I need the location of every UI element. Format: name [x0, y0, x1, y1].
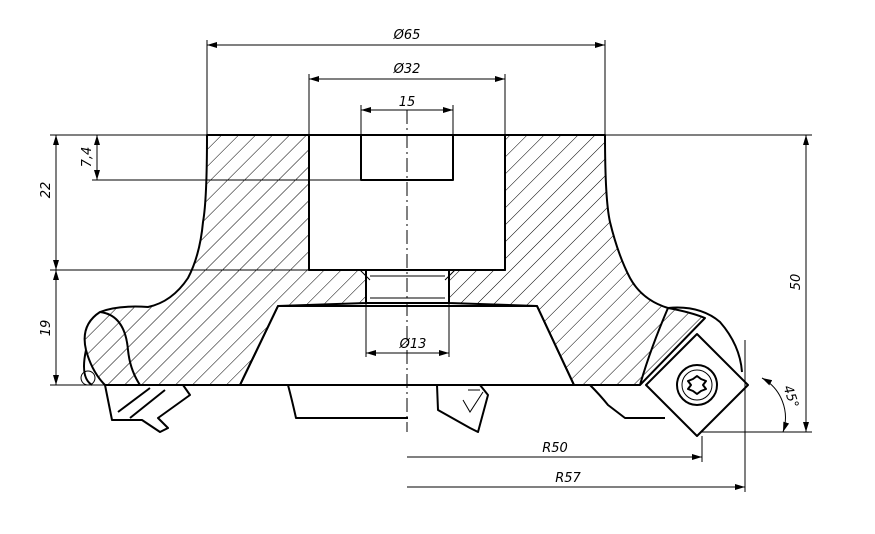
dim-height-19: 19: [39, 320, 54, 337]
flute-right: [589, 384, 665, 419]
dim-dia-65: Ø65: [393, 28, 421, 43]
right-section-hatch: [448, 134, 706, 386]
flute-middle: [436, 384, 489, 433]
left-insert-blade: [104, 384, 191, 433]
dim-dia-13: Ø13: [399, 337, 427, 352]
left-insert-pocket: [83, 311, 141, 386]
screw-inner: [681, 369, 713, 401]
center-bore: [308, 135, 506, 271]
cutter-body-section: [83, 134, 706, 386]
keyway: [360, 135, 454, 181]
screw-head: [676, 364, 718, 406]
bottom-flutes: [287, 384, 665, 433]
dim-height-22: 22: [39, 182, 54, 199]
flute-middle-detail: [462, 389, 484, 413]
square-insert: [645, 333, 749, 437]
dim-radius-57: R57: [555, 471, 581, 486]
right-insert: [639, 306, 749, 437]
dim-arc-angle-45: [761, 377, 790, 433]
left-section-hatch: [83, 134, 367, 386]
flute-left: [287, 384, 408, 419]
torx-socket-icon: [687, 375, 707, 395]
dim-height-50: 50: [789, 274, 804, 291]
right-insert-body: [639, 306, 743, 386]
dim-width-15: 15: [399, 95, 416, 110]
dim-dia-32: Ø32: [393, 62, 421, 77]
dim-angle-45: 45°: [780, 384, 801, 411]
dimension-lines: Ø65 Ø32 15 7,4 22 19 50 Ø13: [39, 28, 812, 492]
dim-depth-7-4: 7,4: [80, 147, 95, 168]
dim-radius-50: R50: [542, 441, 568, 456]
